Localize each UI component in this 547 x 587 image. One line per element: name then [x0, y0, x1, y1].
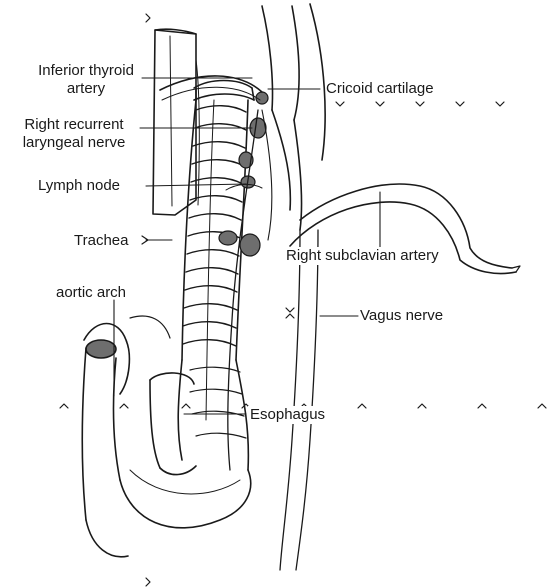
label-cricoid-cartilage: Cricoid cartilage: [326, 80, 434, 98]
caret-marks: [60, 14, 546, 586]
label-inferior-thyroid-artery-line2: artery: [16, 80, 156, 98]
label-right-recurrent-line2: laryngeal nerve: [8, 134, 140, 152]
cricoid-ring: [194, 81, 254, 101]
vagus-nerve-line: [280, 230, 318, 570]
label-vagus-nerve: Vagus nerve: [360, 307, 443, 325]
label-right-recurrent-laryngeal-nerve: Right recurrent laryngeal nerve: [8, 116, 140, 152]
label-inferior-thyroid-artery: Inferior thyroid artery: [16, 62, 156, 98]
label-aortic-arch: aortic arch: [56, 284, 126, 302]
label-esophagus: Esophagus: [248, 406, 327, 424]
lymph-nodes: [219, 92, 268, 256]
thyroid-cartilage: [153, 29, 199, 215]
label-right-recurrent-line1: Right recurrent: [8, 116, 140, 134]
label-trachea: Trachea: [74, 232, 128, 250]
label-lymph-node: Lymph node: [38, 177, 120, 195]
aortic-arch: [82, 316, 250, 557]
label-right-subclavian-artery: Right subclavian artery: [284, 247, 441, 265]
label-inferior-thyroid-artery-line1: Inferior thyroid: [16, 62, 156, 80]
